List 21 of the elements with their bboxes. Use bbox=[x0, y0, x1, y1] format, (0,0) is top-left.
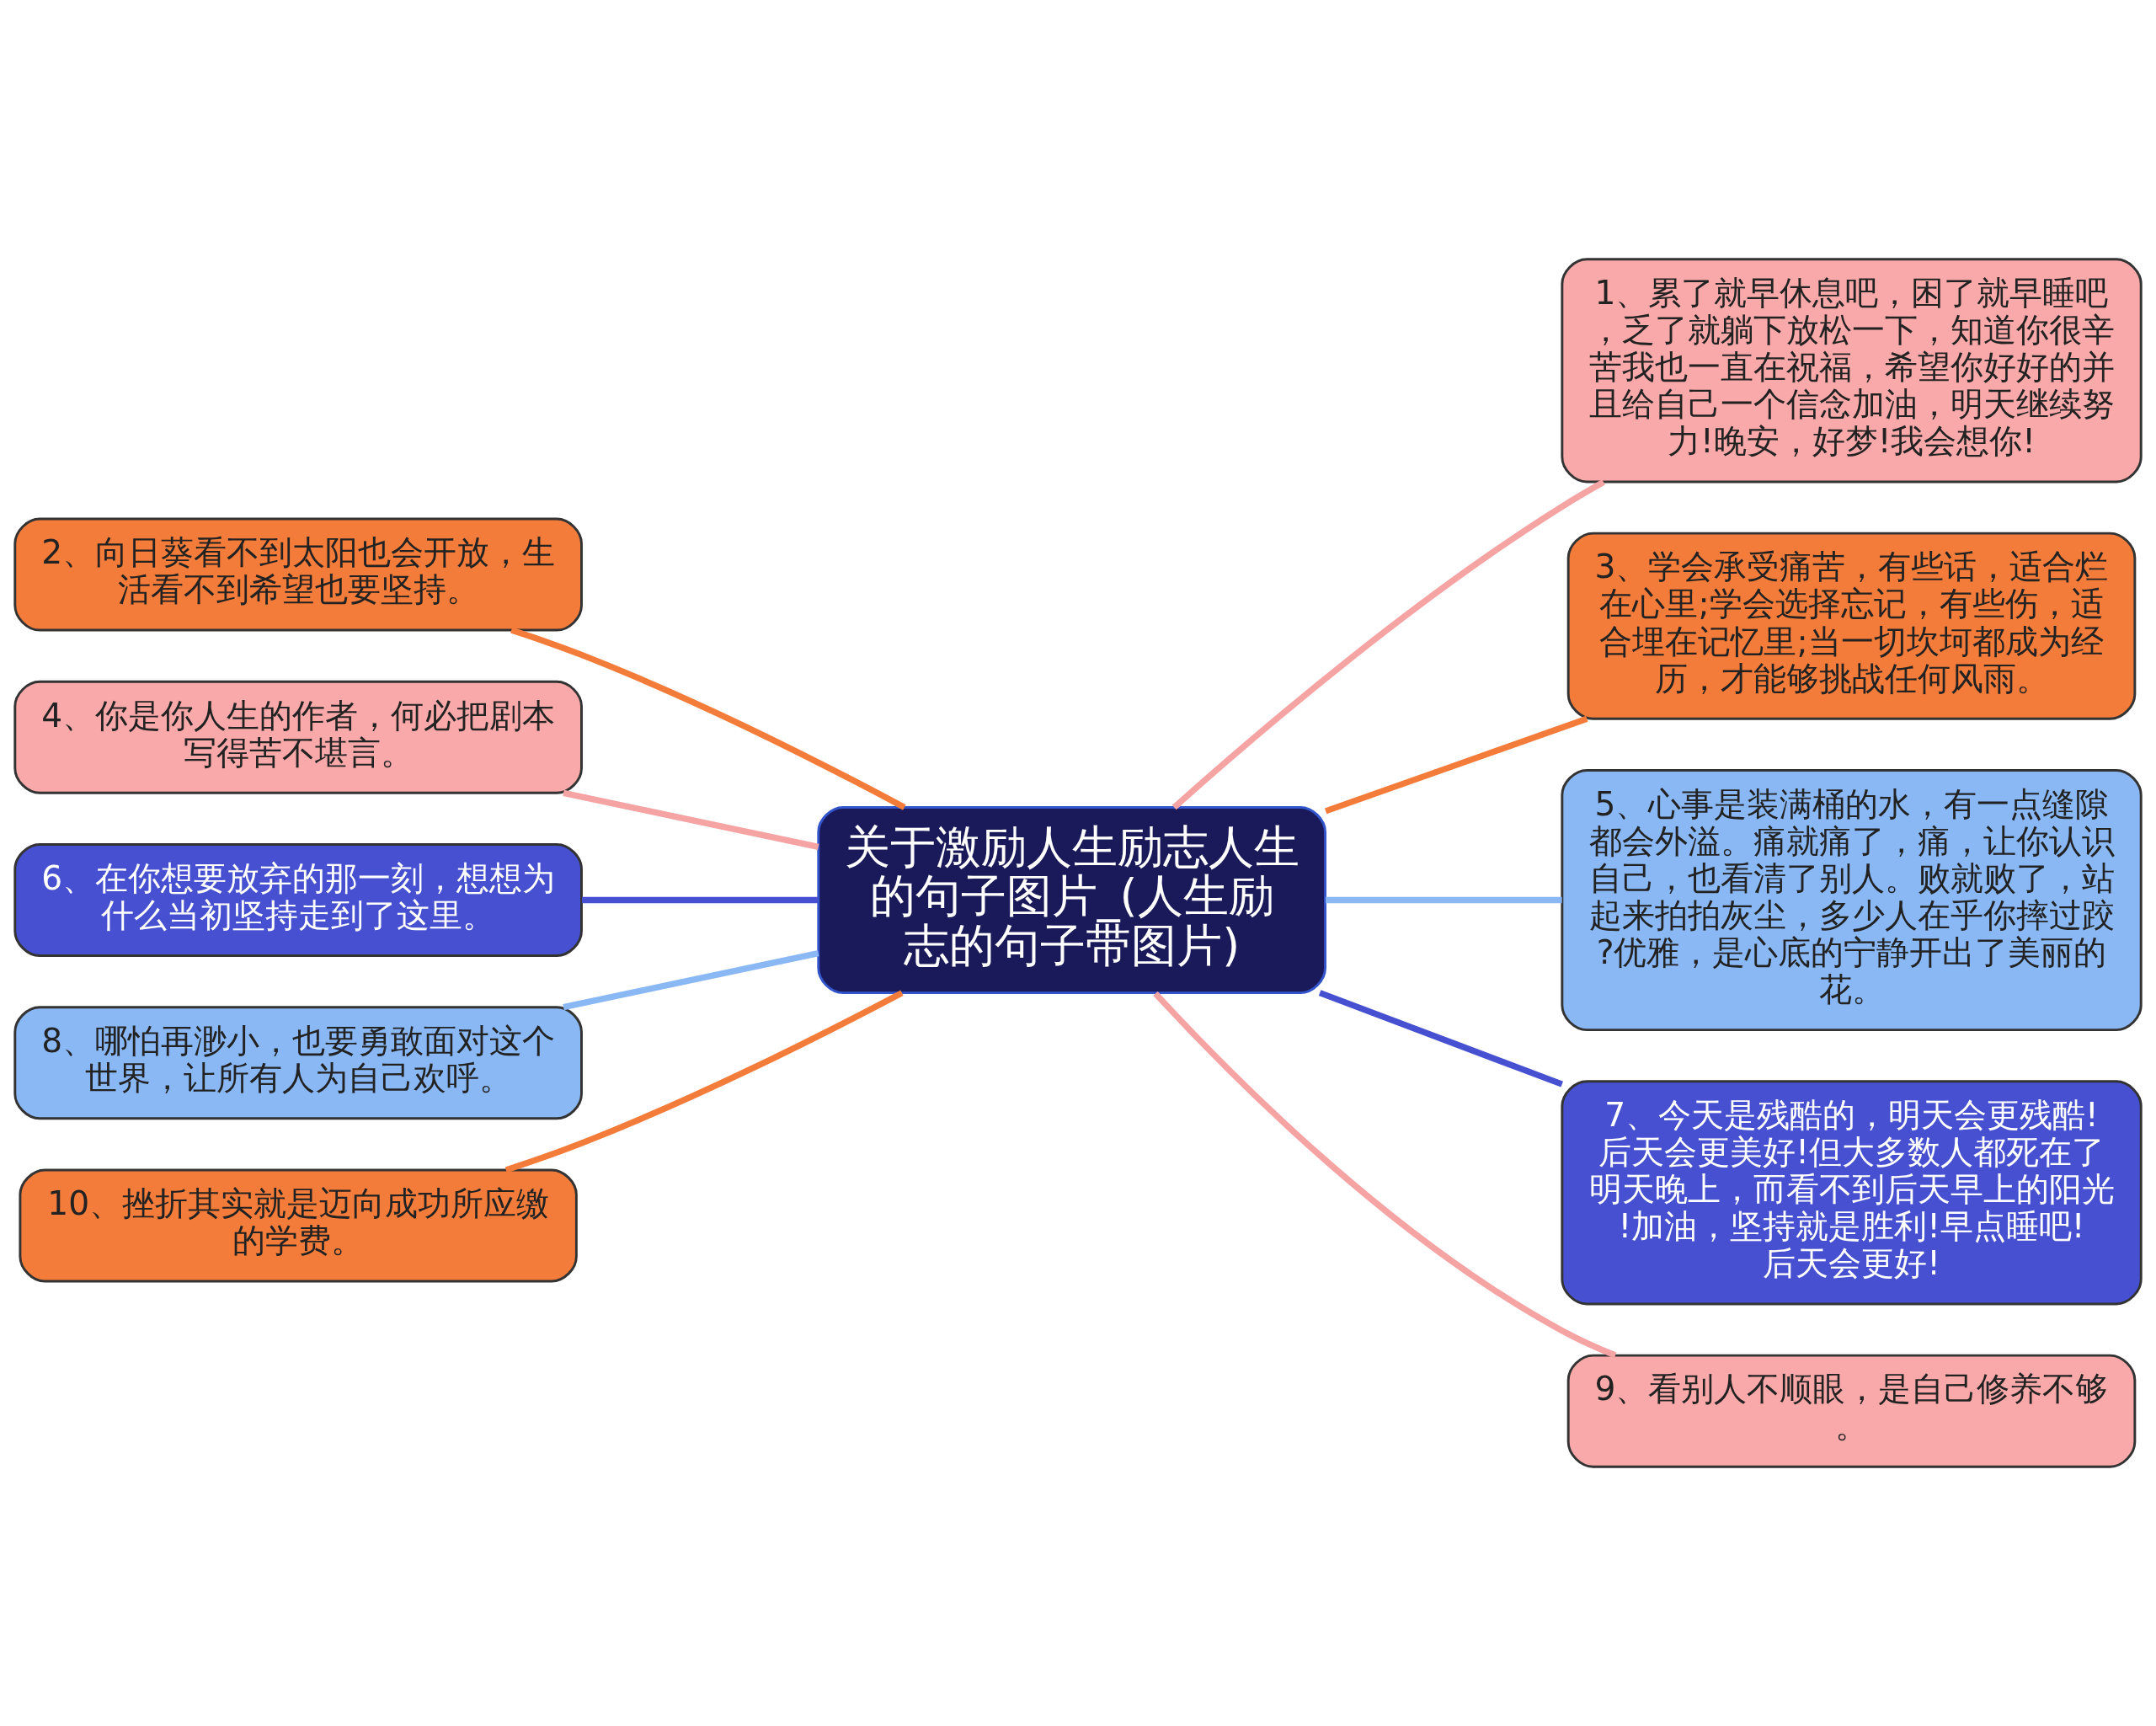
node-box: 4、你是你人生的作者，何必把剧本写得苦不堪言。 bbox=[13, 680, 583, 794]
connector bbox=[1326, 896, 1562, 904]
connector bbox=[1318, 990, 1563, 1087]
connector bbox=[510, 627, 906, 810]
connector bbox=[563, 789, 819, 850]
node-box: 7、今天是残酷的，明天会更残酷!后天会更美好!但大多数人都死在了明天晚上，而看不到后天早上的阳光!加油，坚持就是胜利!早点睡吧!后天会更好! bbox=[1561, 1080, 2143, 1306]
node-box: 9、看别人不顺眼，是自己修养不够。 bbox=[1566, 1354, 2137, 1468]
node-box: 1、累了就早休息吧，困了就早睡吧，乏了就躺下放松一下，知道你很辛苦我也一直在祝福，希望你好好的并且给自己一个信念加油，明天继续努力!晚安，好梦!我会想你! bbox=[1561, 258, 2143, 484]
node-box: 3、学会承受痛苦，有些话，适合烂在心里;学会选择忘记，有些伤，适合埋在记忆里;当一切坎坷都成为经历，才能够挑战任何风雨。 bbox=[1566, 532, 2137, 720]
node-box: 10、挫折其实就是迈向成功所应缴的学费。 bbox=[19, 1168, 578, 1283]
connector bbox=[563, 950, 819, 1011]
connector bbox=[504, 990, 904, 1173]
node-box: 8、哪怕再渺小，也要勇敢面对这个世界，让所有人为自己欢呼。 bbox=[13, 1006, 583, 1120]
node-box: 关于激励人生励志人生的句子图片_(人生励志的句子带图片) bbox=[817, 806, 1326, 995]
connector bbox=[1324, 715, 1588, 815]
node-box: 5、心事是装满桶的水，有一点缝隙都会外溢。痛就痛了，痛，让你认识自己，也看清了别人。败就败了，站起来拍拍灰尘，多少人在乎你摔过跤?优雅，是心底的宁静开出了美丽的花。 bbox=[1561, 768, 2143, 1032]
node-box: 6、在你想要放弃的那一刻，想想为什么当初坚持走到了这里。 bbox=[13, 843, 583, 958]
node-box: 2、向日葵看不到太阳也会开放，生活看不到希望也要坚持。 bbox=[13, 517, 583, 632]
connector bbox=[581, 896, 819, 904]
connector bbox=[1171, 479, 1605, 810]
connector bbox=[1153, 991, 1617, 1359]
